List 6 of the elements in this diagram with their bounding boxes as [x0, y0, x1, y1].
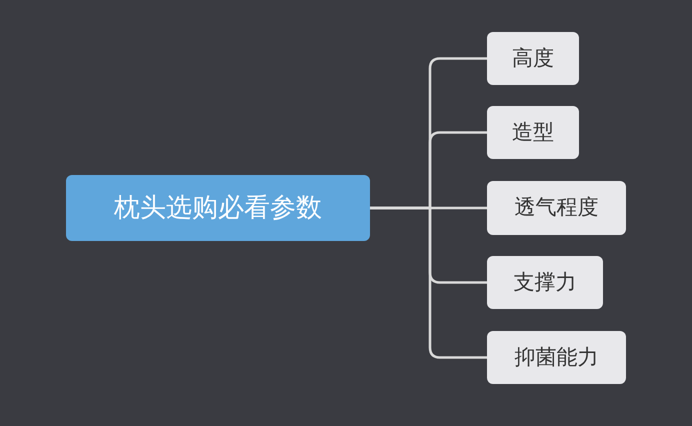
subtopic-box: 透气程度 — [487, 181, 626, 235]
topic-box: 枕头选购必看参数 — [66, 175, 370, 241]
subtopic-box: 高度 — [487, 32, 579, 85]
subtopic-box: 造型 — [487, 106, 579, 159]
subtopic-box: 支撑力 — [487, 256, 603, 309]
subtopic-box: 抑菌能力 — [487, 331, 626, 384]
